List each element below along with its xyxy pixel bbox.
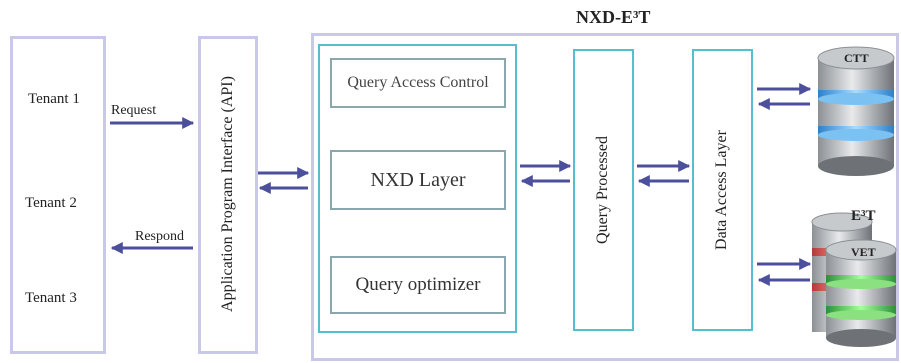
api-box bbox=[198, 36, 258, 354]
query-optimizer-box: Query optimizer bbox=[330, 256, 506, 314]
query-access-control-box: Query Access Control bbox=[330, 58, 506, 108]
query-access-control-label: Query Access Control bbox=[347, 74, 489, 91]
system-frame bbox=[311, 33, 899, 361]
query-optimizer-label: Query optimizer bbox=[355, 274, 481, 295]
tenant-label: Tenant 3 bbox=[25, 290, 77, 306]
data-access-layer-box bbox=[692, 49, 753, 331]
ctt-label: CTT bbox=[844, 51, 869, 65]
e3t-label: E³T bbox=[851, 208, 876, 224]
query-processed-box bbox=[573, 49, 634, 331]
nxd-layer-box: NXD Layer bbox=[330, 150, 506, 210]
nxd-layer-label: NXD Layer bbox=[370, 168, 466, 191]
tenant-label: Tenant 2 bbox=[25, 195, 77, 211]
respond-label: Respond bbox=[135, 229, 184, 244]
vet-label: VET bbox=[851, 245, 876, 259]
module-container bbox=[318, 44, 517, 333]
system-title: NXD-E³T bbox=[576, 7, 651, 27]
request-label: Request bbox=[111, 103, 157, 118]
tenant-label: Tenant 1 bbox=[28, 91, 80, 107]
tenants-panel bbox=[10, 36, 106, 354]
